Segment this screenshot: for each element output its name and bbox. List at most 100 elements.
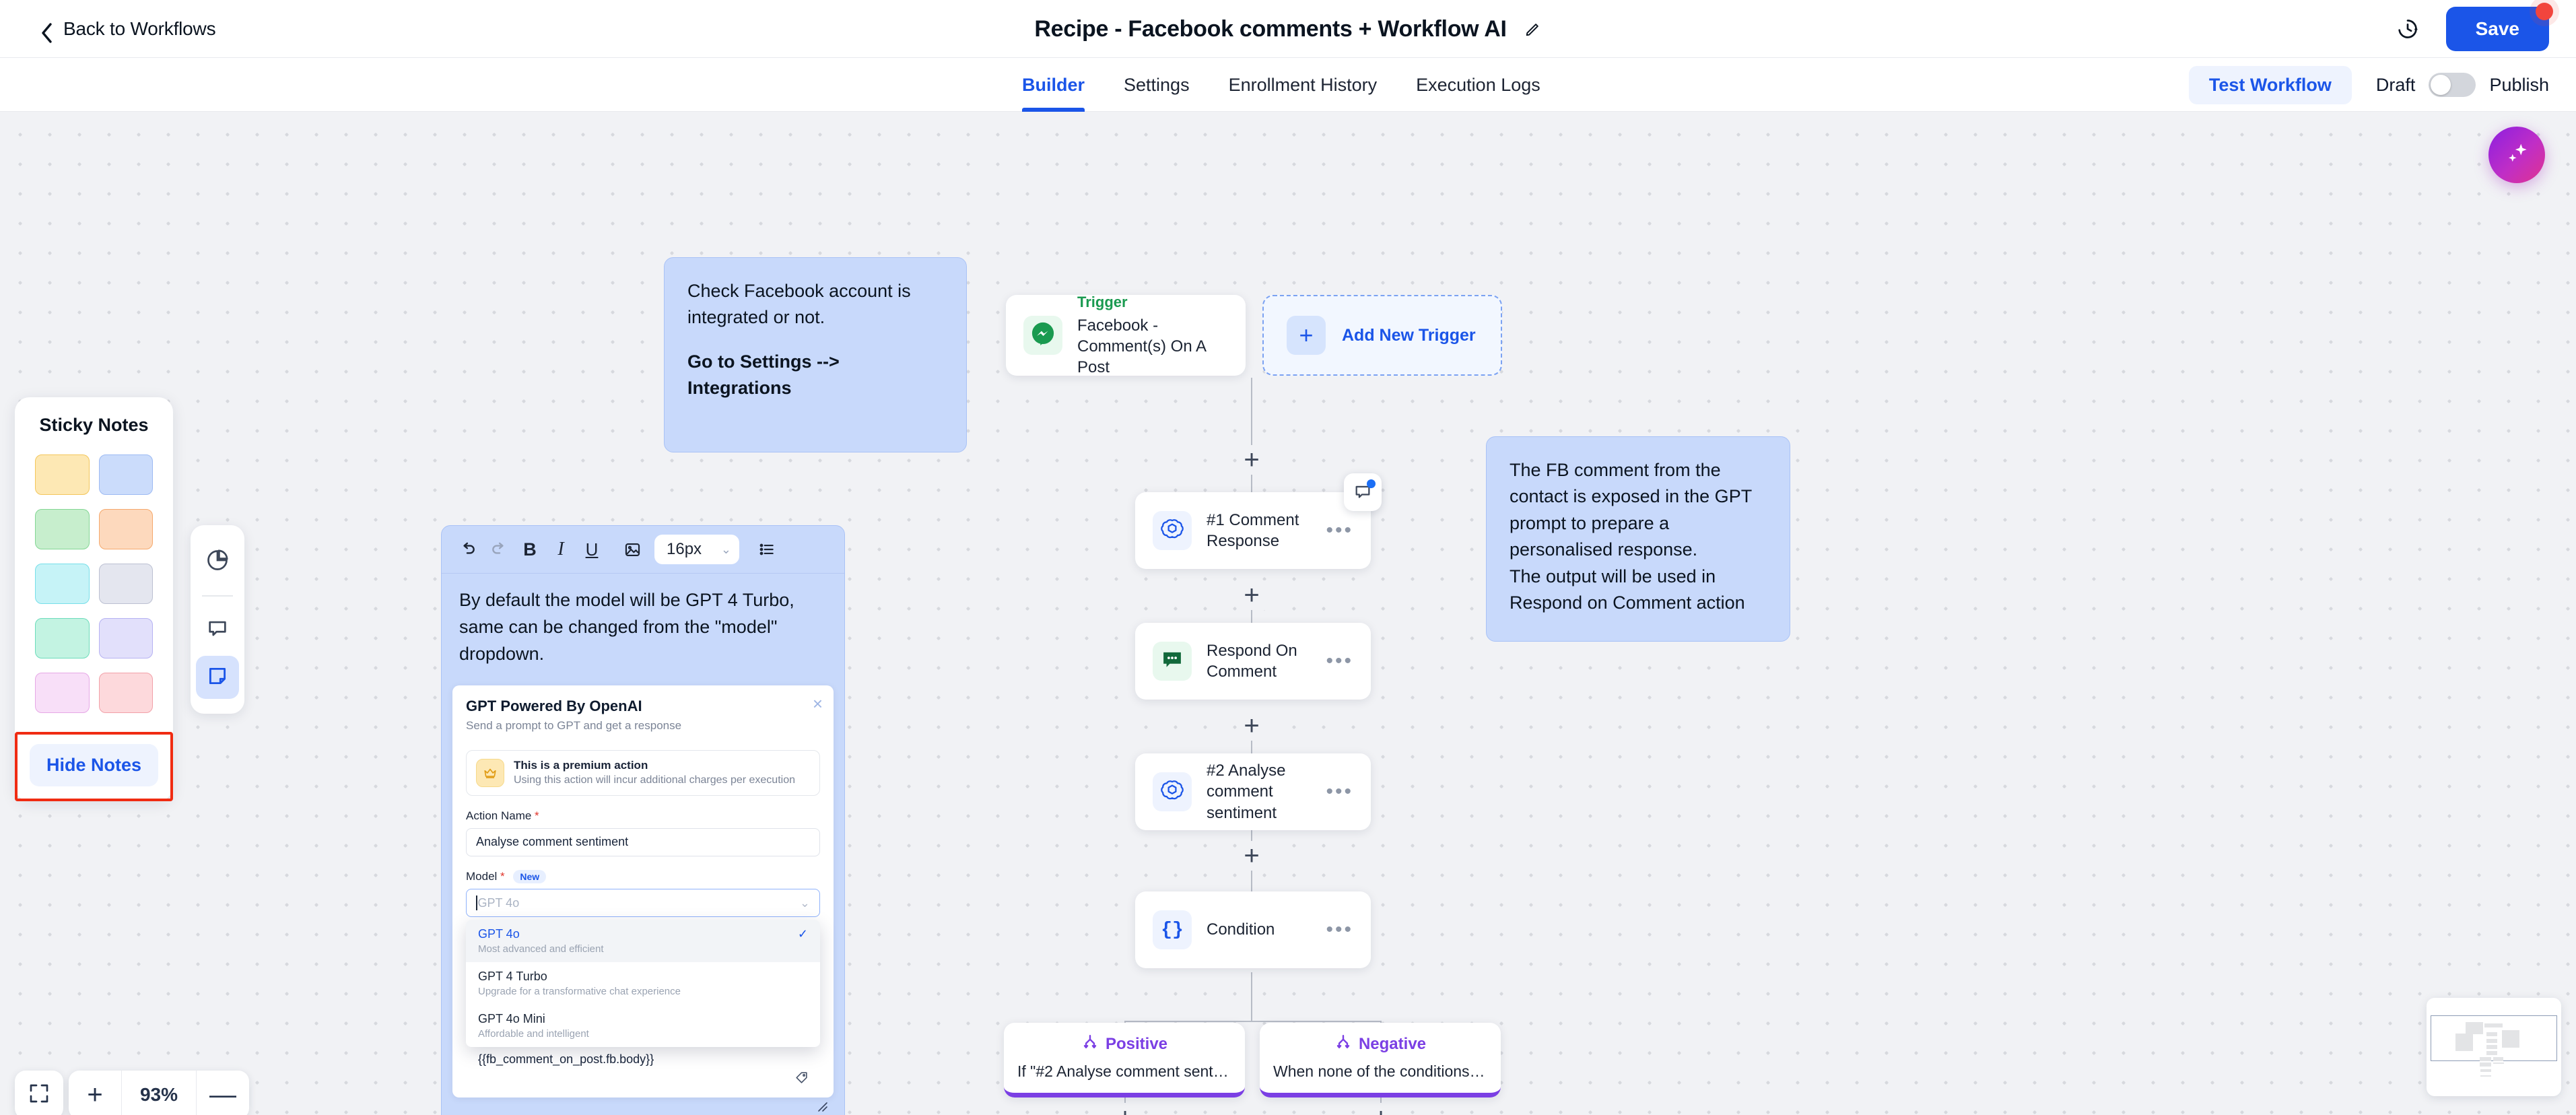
node-label-respond-on-comment: Respond On Comment (1207, 641, 1297, 681)
ai-assistant-fab[interactable] (2488, 127, 2545, 183)
swatch-peach[interactable] (98, 509, 153, 549)
trigger-kicker: Trigger (1077, 293, 1128, 310)
check-icon: ✓ (797, 927, 808, 941)
rail-comment-button[interactable] (196, 609, 239, 652)
editor-note-text[interactable]: By default the model will be GPT 4 Turbo… (459, 590, 794, 664)
model-new-badge: New (513, 870, 547, 884)
close-icon[interactable]: × (812, 693, 823, 714)
add-step-plus-3[interactable]: + (1237, 711, 1266, 741)
tab-enrollment-history[interactable]: Enrollment History (1229, 58, 1378, 112)
node-menu-button-2[interactable]: ••• (1326, 650, 1353, 672)
zoom-out-button[interactable]: — (209, 1079, 236, 1110)
branch-positive[interactable]: Positive If "#2 Analyse comment sentimen… (1004, 1023, 1245, 1097)
resize-handle[interactable] (442, 1097, 844, 1115)
flow-node-trigger[interactable]: Trigger Facebook - Comment(s) On A Post (1006, 293, 1246, 378)
swatch-rose[interactable] (98, 673, 153, 713)
branch-negative[interactable]: Negative When none of the conditions are… (1260, 1023, 1501, 1097)
zoom-controls: + 93% — (69, 1071, 249, 1115)
flow-node-analyse-sentiment[interactable]: #2 Analyse comment sentiment ••• (1135, 753, 1371, 830)
model-option-gpt-4-turbo[interactable]: GPT 4 Turbo Upgrade for a transformative… (466, 962, 820, 1005)
tab-settings-label: Settings (1124, 74, 1190, 95)
node-menu-button-1[interactable]: ••• (1326, 519, 1353, 541)
tab-builder[interactable]: Builder (1022, 58, 1085, 112)
comment-bubble-icon-wrap (1153, 642, 1192, 681)
prompt-input[interactable]: {{fb_comment_on_post.fb.body}} (466, 1047, 820, 1067)
swatch-lilac[interactable] (98, 618, 153, 658)
add-step-plus-4[interactable]: + (1237, 841, 1266, 871)
sticky-note-editor[interactable]: B I U 16px ⌄ By default the model will b… (441, 525, 845, 1115)
node-menu-button-4[interactable]: ••• (1326, 918, 1353, 941)
model-label: Model * New (466, 870, 820, 884)
hide-notes-highlight: Hide Notes (15, 732, 173, 801)
save-button[interactable]: Save (2445, 3, 2553, 51)
canvas-minimap[interactable] (2427, 998, 2561, 1096)
sticky-note-gpt-explainer[interactable]: The FB comment from the contact is expos… (1486, 436, 1790, 642)
swatch-blue[interactable] (98, 454, 153, 495)
image-icon[interactable] (617, 534, 648, 565)
bold-icon[interactable]: B (523, 539, 537, 560)
swatch-cyan[interactable] (35, 564, 90, 604)
add-step-plus-negative[interactable]: + (1366, 1103, 1396, 1115)
swatch-mint[interactable] (35, 618, 90, 658)
publish-toggle[interactable] (2429, 73, 2476, 97)
connector-cond-split (1124, 1021, 1380, 1022)
model-option-gpt-4o-mini[interactable]: GPT 4o Mini Affordable and intelligent (466, 1005, 820, 1047)
page-title: Recipe - Facebook comments + Workflow AI (1034, 15, 1507, 42)
rail-analytics-button[interactable] (196, 540, 239, 583)
model-option-gpt-4o[interactable]: GPT 4o Most advanced and efficient ✓ (466, 920, 820, 963)
back-to-workflows-button[interactable]: Back to Workflows (40, 18, 216, 43)
premium-subtitle: Using this action will incur additional … (514, 774, 795, 786)
trigger-label: Facebook - Comment(s) On A Post (1077, 316, 1206, 376)
add-step-plus-1[interactable]: + (1237, 445, 1266, 475)
messenger-icon-wrap (1023, 316, 1062, 355)
model-option-desc: Most advanced and efficient (478, 943, 604, 955)
sticky-note-gpt-line1: The FB comment from the contact is expos… (1510, 460, 1752, 560)
flow-node-condition[interactable]: {} Condition ••• (1135, 891, 1371, 968)
font-size-select[interactable]: 16px ⌄ (654, 535, 739, 564)
swatch-pink[interactable] (35, 673, 90, 713)
flow-node-comment-response[interactable]: #1 Comment Response ••• (1135, 473, 1382, 569)
hide-notes-button[interactable]: Hide Notes (30, 744, 158, 786)
underline-icon[interactable]: U (585, 539, 599, 560)
fit-to-screen-button[interactable] (15, 1071, 63, 1115)
bullet-list-icon[interactable] (751, 534, 782, 565)
flow-node-respond-on-comment[interactable]: Respond On Comment ••• (1135, 623, 1371, 700)
minimap-block (2493, 1057, 2503, 1061)
tab-builder-label: Builder (1022, 74, 1085, 95)
node-menu-button-3[interactable]: ••• (1326, 780, 1353, 803)
redo-icon[interactable] (483, 534, 514, 565)
model-select-input[interactable]: GPT 4o ⌄ (466, 889, 820, 918)
plus-label: + (1244, 580, 1260, 610)
minimap-block (2455, 1034, 2473, 1051)
undo-icon[interactable] (452, 534, 483, 565)
swatch-yellow[interactable] (35, 454, 90, 495)
sticky-note-integration[interactable]: Check Facebook account is integrated or … (664, 257, 967, 452)
add-step-plus-2[interactable]: + (1237, 580, 1266, 610)
sticky-note-icon (206, 665, 229, 691)
pencil-icon[interactable] (1524, 20, 1542, 38)
swatch-green[interactable] (35, 509, 90, 549)
model-option-desc: Affordable and intelligent (478, 1028, 589, 1040)
trigger-text-block: Trigger Facebook - Comment(s) On A Post (1077, 293, 1228, 378)
model-option-name: GPT 4o (478, 927, 520, 941)
swatch-grey[interactable] (98, 564, 153, 604)
minimap-block (2480, 1062, 2491, 1067)
node-comment-badge-1[interactable] (1344, 473, 1382, 511)
top-header-bar: Back to Workflows Recipe - Facebook comm… (0, 0, 2576, 58)
tab-settings[interactable]: Settings (1124, 58, 1190, 112)
branch-negative-head: Negative (1260, 1034, 1501, 1054)
italic-icon[interactable]: I (557, 539, 564, 560)
zoom-in-button[interactable]: + (87, 1079, 103, 1110)
workflow-canvas[interactable]: Sticky Notes Hide Notes (0, 112, 2576, 1115)
add-step-plus-positive[interactable]: + (1110, 1103, 1140, 1115)
tab-execution-logs[interactable]: Execution Logs (1416, 58, 1540, 112)
zoom-level-value: 93% (121, 1071, 197, 1115)
action-name-input[interactable]: Analyse comment sentiment (466, 827, 820, 856)
test-workflow-button[interactable]: Test Workflow (2188, 65, 2352, 104)
add-new-trigger-button[interactable]: + Add New Trigger (1262, 295, 1502, 376)
comment-unread-dot (1367, 479, 1376, 488)
clock-history-icon[interactable] (2396, 18, 2419, 40)
minimap-block (2502, 1030, 2519, 1048)
tag-icon[interactable] (794, 1072, 809, 1089)
rail-sticky-note-button[interactable] (196, 656, 239, 699)
